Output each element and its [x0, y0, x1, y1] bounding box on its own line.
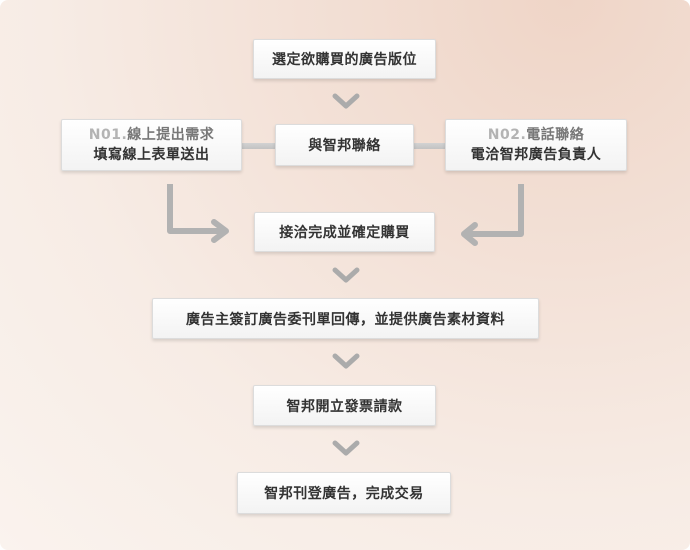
chevron-down-icon [332, 267, 360, 283]
option-n02-title: 電話聯絡 [526, 127, 585, 143]
connector-left [242, 143, 275, 149]
bent-arrow-right-icon [167, 184, 229, 243]
option-n01-online-request: N01.線上提出需求 填寫線上表單送出 [61, 119, 242, 171]
option-n02-phone-contact: N02.電話聯絡 電洽智邦廣告負責人 [445, 119, 627, 171]
option-n01-separator: . [121, 127, 128, 143]
chevron-down-icon [332, 353, 360, 369]
option-n01-heading: N01.線上提出需求 [89, 125, 215, 145]
connector-right [414, 143, 445, 149]
step-publish-complete-label: 智邦刊登廣告，完成交易 [264, 486, 424, 502]
step-select-ad-slot: 選定欲購買的廣告版位 [253, 39, 436, 79]
step-confirm-purchase-label: 接洽完成並確定購買 [279, 225, 410, 241]
option-n01-subtitle: 填寫線上表單送出 [93, 147, 210, 163]
step-invoice-label: 智邦開立發票請款 [286, 398, 403, 415]
chevron-down-icon [332, 93, 360, 109]
step-contact-center: 與智邦聯絡 [275, 124, 414, 166]
step-confirm-purchase: 接洽完成並確定購買 [254, 212, 435, 252]
option-n01-code: N01 [88, 127, 122, 143]
bent-arrow-left-icon [461, 184, 524, 246]
step-contact-center-label: 與智邦聯絡 [308, 138, 381, 154]
step-invoice: 智邦開立發票請款 [253, 385, 436, 426]
step-publish-complete: 智邦刊登廣告，完成交易 [237, 472, 451, 514]
option-n01-title: 線上提出需求 [127, 127, 215, 143]
option-n02-subtitle: 電洽智邦廣告負責人 [470, 147, 602, 163]
step-sign-order-label: 廣告主簽訂廣告委刊單回傳，並提供廣告素材資料 [186, 311, 505, 328]
step-sign-order: 廣告主簽訂廣告委刊單回傳，並提供廣告素材資料 [152, 298, 539, 339]
chevron-down-icon [332, 440, 360, 456]
option-n02-heading: N02.電話聯絡 [488, 125, 585, 145]
option-n02-code: N02 [487, 127, 521, 143]
option-n02-separator: . [520, 127, 527, 143]
step-select-ad-slot-label: 選定欲購買的廣告版位 [272, 52, 417, 68]
